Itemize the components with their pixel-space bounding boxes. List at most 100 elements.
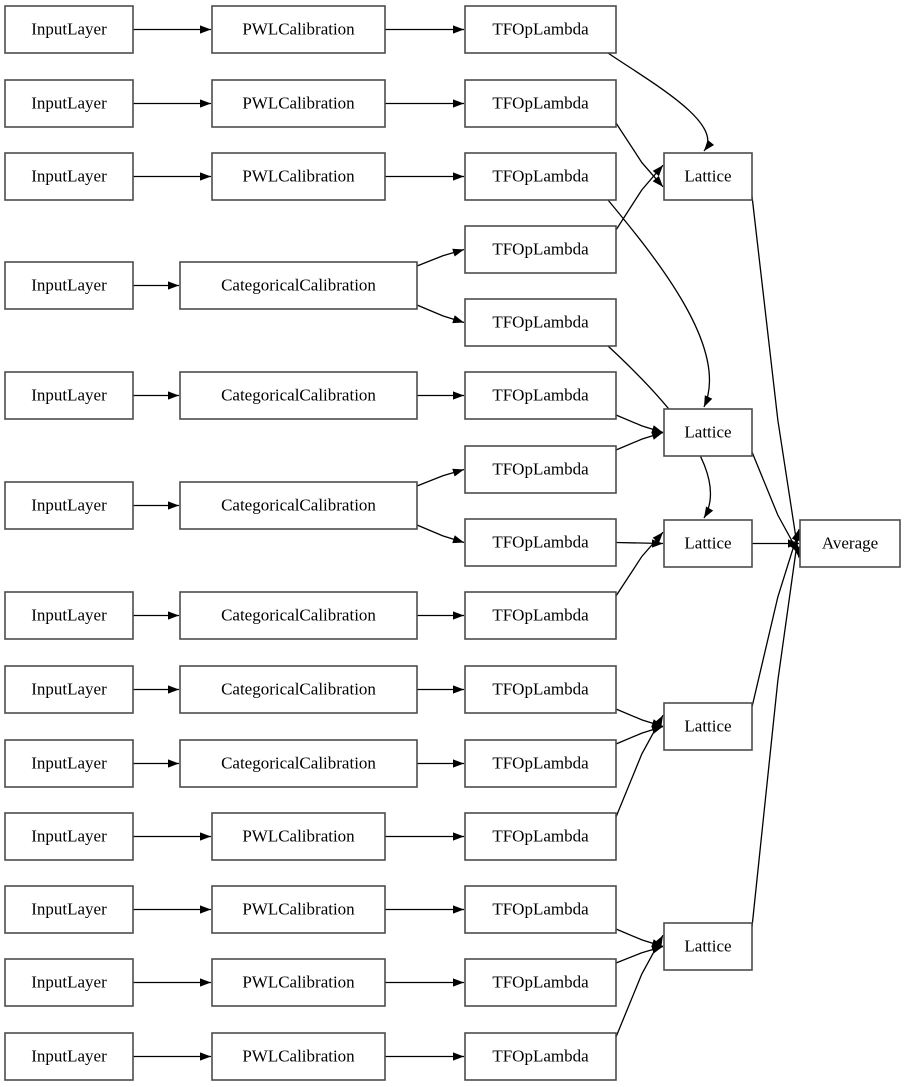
node-lat5[interactable]: Lattice bbox=[663, 922, 753, 971]
node-label-in5: InputLayer bbox=[31, 385, 107, 404]
arrowhead-icon-in10-cal10 bbox=[200, 832, 211, 841]
node-cal12[interactable]: PWLCalibration bbox=[211, 958, 386, 1007]
node-tf3[interactable]: TFOpLambda bbox=[464, 152, 617, 201]
arrowhead-icon-in8-cal8 bbox=[168, 685, 179, 694]
node-cal8[interactable]: CategoricalCalibration bbox=[179, 665, 418, 714]
node-label-in4: InputLayer bbox=[31, 275, 107, 294]
node-tf7[interactable]: TFOpLambda bbox=[464, 445, 617, 494]
node-in12[interactable]: InputLayer bbox=[4, 958, 134, 1007]
node-label-lat4: Lattice bbox=[684, 716, 731, 735]
node-label-cal4: CategoricalCalibration bbox=[221, 275, 376, 294]
node-cal4[interactable]: CategoricalCalibration bbox=[179, 261, 418, 310]
arrowhead-icon-in3-cal3 bbox=[200, 172, 211, 181]
node-lat1[interactable]: Lattice bbox=[663, 152, 753, 201]
arrowhead-icon-in1-cal1 bbox=[200, 25, 211, 34]
node-label-in9: InputLayer bbox=[31, 753, 107, 772]
node-box-cal12 bbox=[211, 958, 386, 1007]
node-in10[interactable]: InputLayer bbox=[4, 812, 134, 861]
arrowhead-icon-cal1-tf1 bbox=[453, 25, 464, 34]
node-tf2[interactable]: TFOpLambda bbox=[464, 79, 617, 128]
node-box-tf13 bbox=[464, 885, 617, 934]
node-label-tf7: TFOpLambda bbox=[492, 459, 589, 478]
node-lat4[interactable]: Lattice bbox=[663, 702, 753, 751]
node-box-cal1 bbox=[211, 5, 386, 54]
node-in3[interactable]: InputLayer bbox=[4, 152, 134, 201]
node-tf6[interactable]: TFOpLambda bbox=[464, 371, 617, 420]
node-in7[interactable]: InputLayer bbox=[4, 591, 134, 640]
node-lat3[interactable]: Lattice bbox=[663, 519, 753, 568]
node-tf8[interactable]: TFOpLambda bbox=[464, 518, 617, 567]
node-box-in3 bbox=[4, 152, 134, 201]
node-box-in13 bbox=[4, 1032, 134, 1081]
node-tf15[interactable]: TFOpLambda bbox=[464, 1032, 617, 1081]
arrowhead-icon-cal3-tf3 bbox=[453, 172, 464, 181]
node-lat2[interactable]: Lattice bbox=[663, 408, 753, 457]
node-tf11[interactable]: TFOpLambda bbox=[464, 739, 617, 788]
node-box-lat1 bbox=[663, 152, 753, 201]
node-label-lat3: Lattice bbox=[684, 533, 731, 552]
node-in11[interactable]: InputLayer bbox=[4, 885, 134, 934]
node-box-lat2 bbox=[663, 408, 753, 457]
node-box-lat3 bbox=[663, 519, 753, 568]
node-label-tf4: TFOpLambda bbox=[492, 239, 589, 258]
node-tf1[interactable]: TFOpLambda bbox=[464, 5, 617, 54]
node-box-tf14 bbox=[464, 958, 617, 1007]
node-label-in10: InputLayer bbox=[31, 826, 107, 845]
node-tf10[interactable]: TFOpLambda bbox=[464, 665, 617, 714]
node-tf4[interactable]: TFOpLambda bbox=[464, 225, 617, 274]
node-label-cal3: PWLCalibration bbox=[242, 166, 355, 185]
arrowhead-icon-cal10-tf12 bbox=[453, 832, 464, 841]
node-tf14[interactable]: TFOpLambda bbox=[464, 958, 617, 1007]
node-cal7[interactable]: CategoricalCalibration bbox=[179, 591, 418, 640]
node-box-lat5 bbox=[663, 922, 753, 971]
arrowhead-icon-in5-cal5 bbox=[168, 391, 179, 400]
node-in9[interactable]: InputLayer bbox=[4, 739, 134, 788]
node-in5[interactable]: InputLayer bbox=[4, 371, 134, 420]
arrowhead-icon-in13-cal13 bbox=[200, 1052, 211, 1061]
node-label-in13: InputLayer bbox=[31, 1046, 107, 1065]
node-label-cal13: PWLCalibration bbox=[242, 1046, 355, 1065]
node-tf13[interactable]: TFOpLambda bbox=[464, 885, 617, 934]
arrowhead-icon-in2-cal2 bbox=[200, 99, 211, 108]
arrowhead-icon-tf1-lat1 bbox=[704, 139, 715, 151]
node-in2[interactable]: InputLayer bbox=[4, 79, 134, 128]
arrowhead-icon-cal8-tf10 bbox=[453, 685, 464, 694]
node-box-cal6 bbox=[179, 481, 418, 530]
node-in6[interactable]: InputLayer bbox=[4, 481, 134, 530]
node-box-avg bbox=[799, 519, 901, 568]
node-avg[interactable]: Average bbox=[799, 519, 901, 568]
node-cal3[interactable]: PWLCalibration bbox=[211, 152, 386, 201]
node-in8[interactable]: InputLayer bbox=[4, 665, 134, 714]
node-box-cal5 bbox=[179, 371, 418, 420]
node-tf5[interactable]: TFOpLambda bbox=[464, 298, 617, 347]
node-in1[interactable]: InputLayer bbox=[4, 5, 134, 54]
node-box-tf12 bbox=[464, 812, 617, 861]
node-tf9[interactable]: TFOpLambda bbox=[464, 591, 617, 640]
node-cal5[interactable]: CategoricalCalibration bbox=[179, 371, 418, 420]
node-label-cal6: CategoricalCalibration bbox=[221, 495, 376, 514]
node-layer: InputLayerInputLayerInputLayerInputLayer… bbox=[4, 5, 901, 1081]
node-cal11[interactable]: PWLCalibration bbox=[211, 885, 386, 934]
node-box-tf7 bbox=[464, 445, 617, 494]
arrowhead-icon-tf6-lat2 bbox=[651, 425, 663, 434]
node-cal1[interactable]: PWLCalibration bbox=[211, 5, 386, 54]
node-cal13[interactable]: PWLCalibration bbox=[211, 1032, 386, 1081]
node-label-tf11: TFOpLambda bbox=[492, 753, 589, 772]
node-box-cal2 bbox=[211, 79, 386, 128]
node-box-tf4 bbox=[464, 225, 617, 274]
node-label-in3: InputLayer bbox=[31, 166, 107, 185]
node-box-cal9 bbox=[179, 739, 418, 788]
node-cal6[interactable]: CategoricalCalibration bbox=[179, 481, 418, 530]
arrowhead-icon-cal9-tf11 bbox=[453, 759, 464, 768]
node-in4[interactable]: InputLayer bbox=[4, 261, 134, 310]
node-cal9[interactable]: CategoricalCalibration bbox=[179, 739, 418, 788]
node-label-tf5: TFOpLambda bbox=[492, 312, 589, 331]
arrowhead-icon-cal5-tf6 bbox=[453, 391, 464, 400]
node-box-in1 bbox=[4, 5, 134, 54]
node-cal2[interactable]: PWLCalibration bbox=[211, 79, 386, 128]
node-cal10[interactable]: PWLCalibration bbox=[211, 812, 386, 861]
node-tf12[interactable]: TFOpLambda bbox=[464, 812, 617, 861]
node-in13[interactable]: InputLayer bbox=[4, 1032, 134, 1081]
node-box-in12 bbox=[4, 958, 134, 1007]
edge-tf2-to-lat1 bbox=[615, 122, 664, 188]
